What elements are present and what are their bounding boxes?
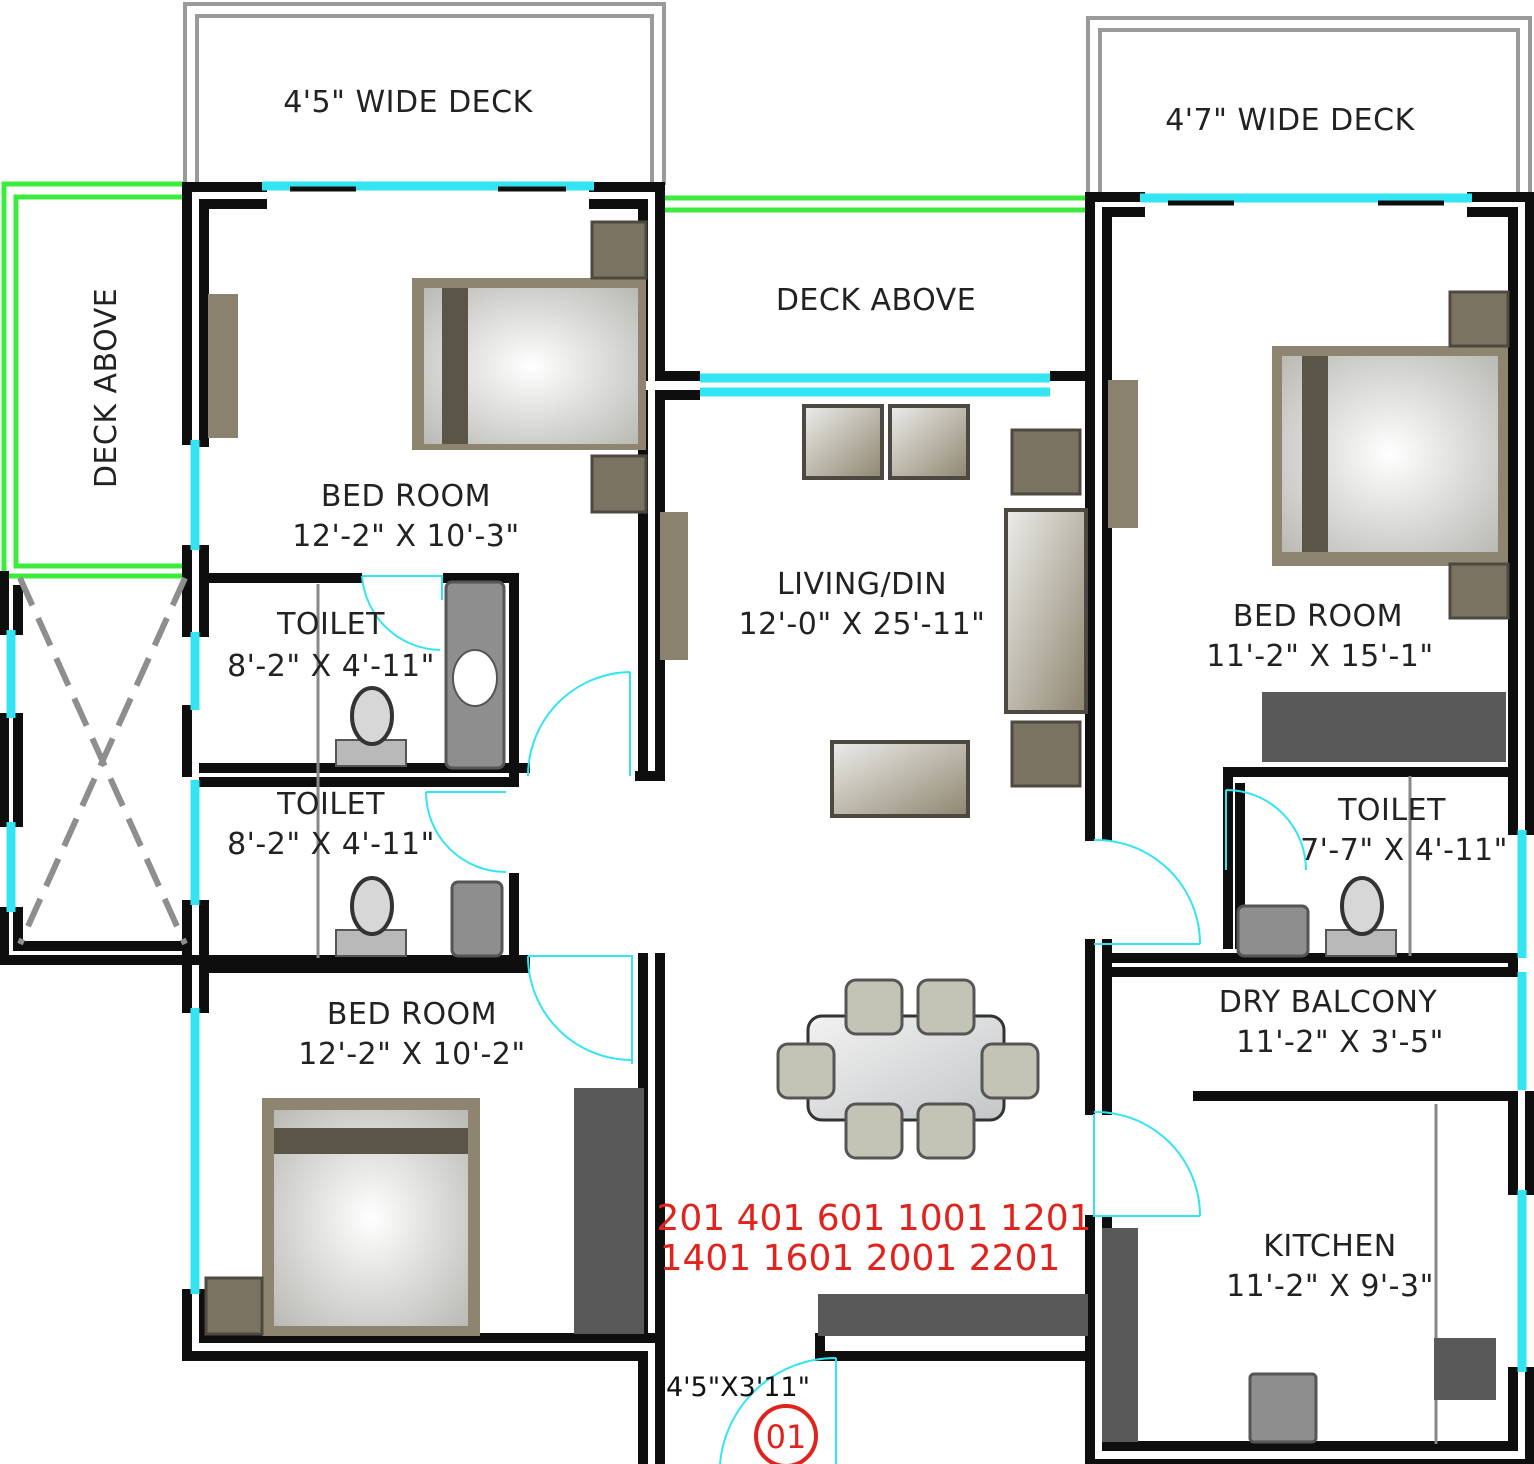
living-dining-name: LIVING/DIN [777, 567, 947, 602]
unit-tag-marker: 01 [754, 1404, 818, 1464]
bedroom-bottom-left-size: 12'-2" X 10'-2" [298, 1037, 525, 1072]
side-table-top [1010, 428, 1082, 496]
washbasin-lower [450, 880, 504, 958]
dining-set [776, 978, 1040, 1160]
doors [361, 575, 1307, 1464]
foyer-size-label: 4'5"X3'11" [666, 1372, 810, 1403]
unit-numbers-line2: 1401 1601 2001 2201 [660, 1238, 1061, 1279]
wc-upper [335, 686, 407, 767]
right-wide-deck-label: 4'7" WIDE DECK [1165, 103, 1415, 138]
dry-balcony-size: 11'-2" X 3'-5" [1236, 1025, 1444, 1060]
deck-above-left-label: DECK ABOVE [89, 288, 124, 488]
unit-numbers-line1: 201 401 601 1001 1201 [656, 1198, 1091, 1239]
tv-unit-living [660, 512, 688, 660]
bedroom-right-name: BED ROOM [1233, 599, 1403, 634]
wardrobe-bottom-left [574, 1088, 644, 1334]
wc-right [1325, 876, 1397, 957]
right-deck-rail [1086, 16, 1532, 196]
toilet-lower-size: 8'-2" X 4'-11" [227, 827, 435, 862]
bedroom-top-left-name: BED ROOM [321, 479, 491, 514]
bedroom-bottom-left-name: BED ROOM [327, 997, 497, 1032]
deck-above-center-label: DECK ABOVE [776, 283, 976, 318]
armchairs [802, 404, 970, 480]
bed-right [1272, 290, 1510, 620]
dry-balcony-name: DRY BALCONY [1219, 985, 1438, 1020]
cutout-cross [17, 576, 188, 946]
tv-unit-right [1108, 380, 1138, 528]
loveseat [830, 740, 970, 818]
shoe-rack [818, 1294, 1088, 1336]
windows [6, 181, 1527, 1372]
living-dining-size: 12'-0" X 25'-11" [739, 607, 986, 642]
toilet-upper-size: 8'-2" X 4'-11" [227, 649, 435, 684]
left-deck-rail [183, 2, 666, 185]
bed-bottom-left [204, 1098, 480, 1336]
bed-top-left [412, 220, 648, 514]
toilet-upper-name: TOILET [276, 607, 385, 642]
hob [1434, 1338, 1496, 1400]
toilet-lower-name: TOILET [276, 787, 385, 822]
wardrobe-right [1262, 692, 1506, 762]
unit-tag-label: 01 [766, 1418, 807, 1456]
toilet-right-name: TOILET [1337, 793, 1446, 828]
washbasin-upper [452, 649, 498, 707]
washbasin-right [1236, 904, 1310, 958]
kitchen-size: 11'-2" X 9'-3" [1226, 1269, 1434, 1304]
toilet-right-size: 7'-7" X 4'-11" [1300, 833, 1508, 868]
deck-edge-green [1, 181, 1090, 579]
side-table-bottom [1010, 720, 1082, 788]
wc-lower [335, 876, 407, 957]
sink-kitchen [1248, 1372, 1318, 1444]
bedroom-top-left-size: 12'-2" X 10'-3" [292, 519, 519, 554]
left-wide-deck-label: 4'5" WIDE DECK [283, 85, 533, 120]
kitchen-name: KITCHEN [1263, 1229, 1397, 1264]
sofa-three-seater [1004, 508, 1088, 714]
sliding-door-marks [290, 186, 1444, 206]
bedroom-right-size: 11'-2" X 15'-1" [1206, 639, 1433, 674]
wardrobe-top-left [208, 294, 238, 438]
kitchen-counter-left [1102, 1228, 1138, 1442]
